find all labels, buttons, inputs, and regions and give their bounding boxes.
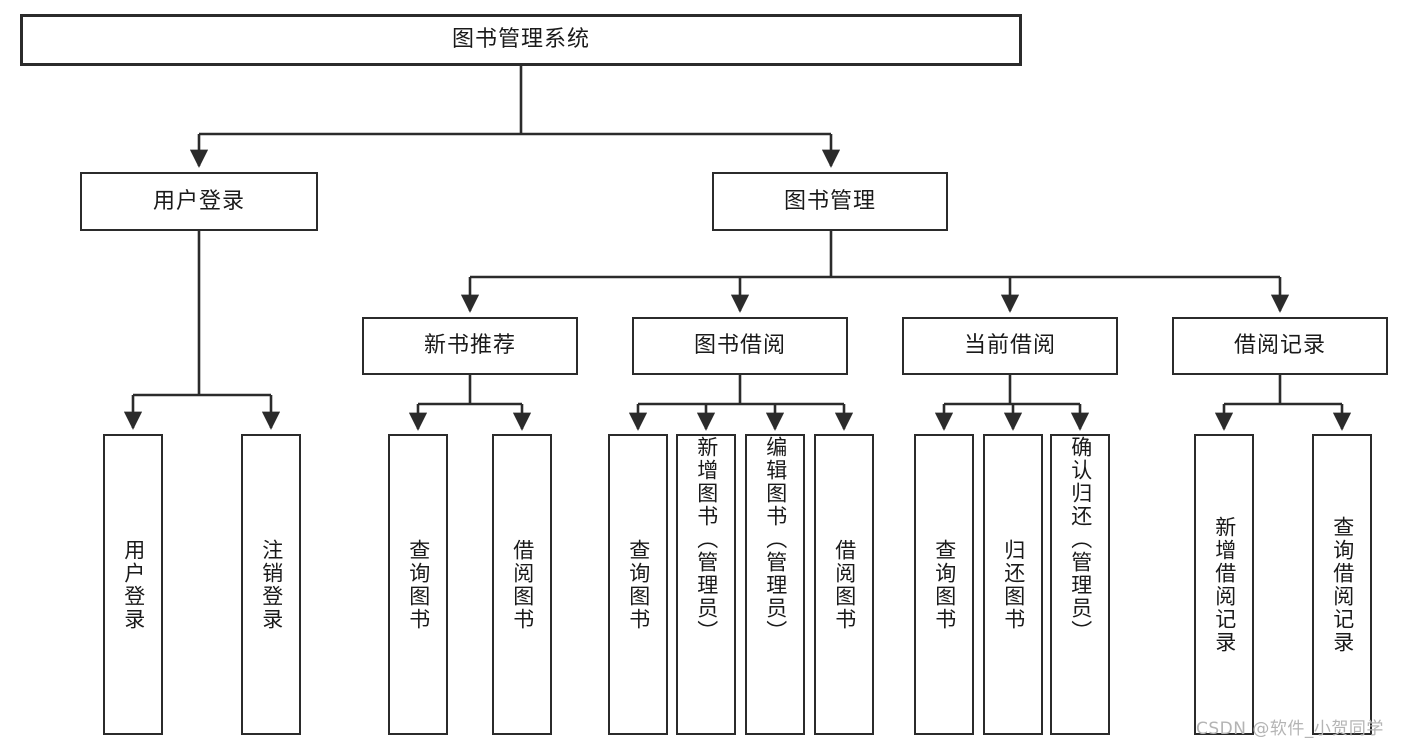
node-label: 查询借阅记录 — [1330, 515, 1355, 654]
node-book-management[interactable]: 图书管理 — [712, 172, 948, 231]
node-label: 当前借阅 — [963, 333, 1056, 359]
leaf-borrow-book-recommend[interactable]: 借阅图书 — [492, 434, 552, 735]
node-label: 图书管理 — [783, 188, 876, 214]
node-label: 新增图书（管理员） — [694, 436, 719, 643]
leaf-query-book-borrow[interactable]: 查询图书 — [608, 434, 668, 735]
node-label: 借阅图书 — [510, 538, 535, 631]
node-label: 查询图书 — [406, 538, 431, 631]
node-label: 图书借阅 — [693, 333, 786, 359]
leaf-query-book-current[interactable]: 查询图书 — [914, 434, 974, 735]
leaf-confirm-return-admin[interactable]: 确认归还（管理员） — [1050, 434, 1110, 735]
node-label: 用户登录 — [152, 188, 245, 214]
leaf-return-book[interactable]: 归还图书 — [983, 434, 1043, 735]
leaf-user-logout[interactable]: 注销登录 — [241, 434, 301, 735]
node-label: 借阅图书 — [832, 538, 857, 631]
node-label: 新增借阅记录 — [1212, 515, 1237, 654]
node-label: 新书推荐 — [423, 333, 516, 359]
node-label: 图书管理系统 — [451, 27, 590, 53]
leaf-borrow-book[interactable]: 借阅图书 — [814, 434, 874, 735]
node-label: 确认归还（管理员） — [1068, 436, 1093, 643]
node-label: 查询图书 — [932, 538, 957, 631]
node-borrow-record[interactable]: 借阅记录 — [1172, 317, 1388, 375]
node-label: 注销登录 — [259, 538, 284, 631]
node-root-system[interactable]: 图书管理系统 — [20, 14, 1022, 66]
node-label: 用户登录 — [121, 538, 146, 631]
node-label: 归还图书 — [1001, 538, 1026, 631]
node-new-book-recommend[interactable]: 新书推荐 — [362, 317, 578, 375]
leaf-edit-book-admin[interactable]: 编辑图书（管理员） — [745, 434, 805, 735]
leaf-add-book-admin[interactable]: 新增图书（管理员） — [676, 434, 736, 735]
node-user-login[interactable]: 用户登录 — [80, 172, 318, 231]
leaf-user-login[interactable]: 用户登录 — [103, 434, 163, 735]
node-current-borrow[interactable]: 当前借阅 — [902, 317, 1118, 375]
leaf-query-borrow-record[interactable]: 查询借阅记录 — [1312, 434, 1372, 735]
node-label: 查询图书 — [626, 538, 651, 631]
node-book-borrow[interactable]: 图书借阅 — [632, 317, 848, 375]
leaf-add-borrow-record[interactable]: 新增借阅记录 — [1194, 434, 1254, 735]
node-label: 借阅记录 — [1233, 333, 1326, 359]
leaf-query-book-recommend[interactable]: 查询图书 — [388, 434, 448, 735]
node-label: 编辑图书（管理员） — [763, 436, 788, 643]
csdn-watermark: CSDN @软件_小贺同学 — [1196, 719, 1384, 739]
